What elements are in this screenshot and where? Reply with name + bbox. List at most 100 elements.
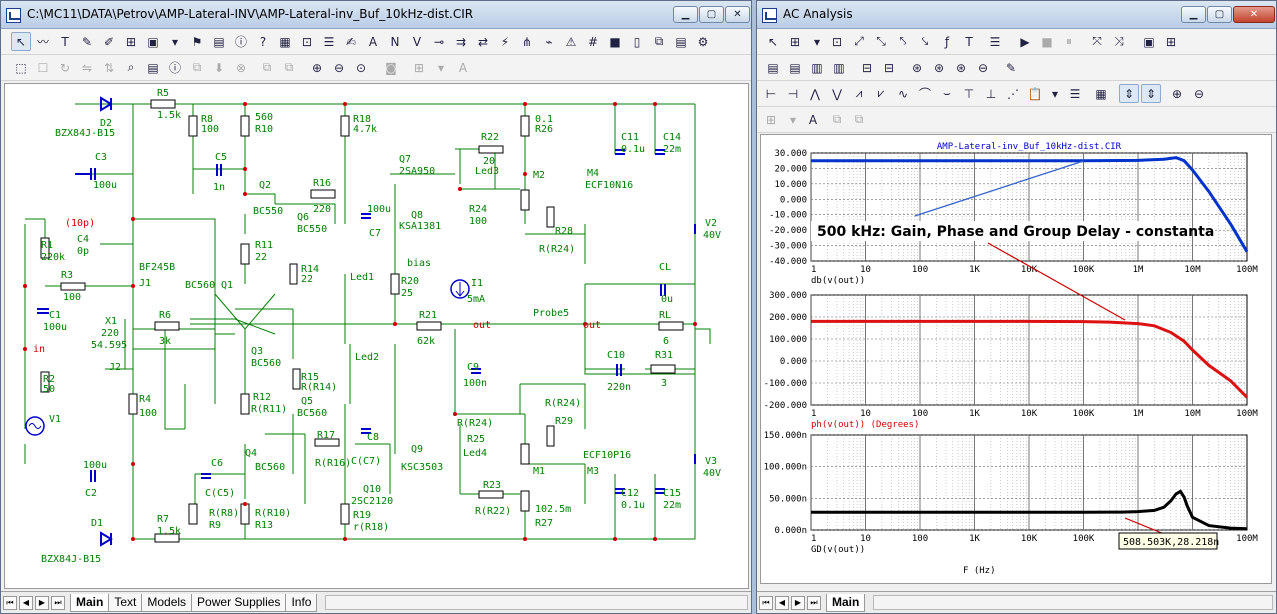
prev-tab-button[interactable]: ◀ [19, 595, 33, 610]
auto-scale-icon[interactable]: ⤡ [876, 34, 886, 48]
front2-icon[interactable]: ⧉ [832, 112, 842, 126]
minimize-button[interactable]: ▁ [673, 6, 698, 23]
page1-icon[interactable]: ▤ [767, 60, 779, 75]
ac-close-button[interactable]: ✕ [1233, 6, 1275, 23]
stop-icon[interactable]: ⊗ [235, 60, 247, 75]
fill-icon[interactable]: ■ [609, 34, 621, 49]
info-icon[interactable]: ⓘ [234, 35, 247, 49]
cursor-right-icon[interactable]: ⤨ [1114, 34, 1124, 48]
copy-icon[interactable]: ⧉ [654, 34, 664, 48]
cursor-low-icon[interactable]: ⩗ [877, 86, 885, 100]
cursor-slope-icon[interactable]: ⋰ [1007, 86, 1019, 101]
hybrid-icon[interactable]: ⤥ [921, 34, 929, 48]
page3-icon[interactable]: ▥ [811, 60, 823, 75]
font-icon[interactable]: A [458, 60, 468, 75]
first-tab-button[interactable]: ⏮ [3, 595, 17, 610]
edit-plot-icon[interactable]: ✎ [1005, 60, 1017, 75]
data-points-icon[interactable]: ▦ [1095, 86, 1107, 101]
ac-titlebar[interactable]: AC Analysis ▁ ▢ ✕ [757, 1, 1276, 29]
down-icon[interactable]: ⬇ [213, 60, 225, 75]
align-icon[interactable]: ⊞ [413, 60, 425, 75]
ac-next-tab-button[interactable]: ▶ [791, 595, 805, 610]
dropdown-icon[interactable]: ▾ [171, 34, 179, 49]
clipboard-icon[interactable]: 📋 [1027, 86, 1043, 101]
hsplit2-icon[interactable]: ⊟ [883, 60, 895, 75]
tab-models[interactable]: Models [141, 593, 193, 612]
ac-properties-icon[interactable]: ☰ [989, 34, 1001, 49]
last-tab-button[interactable]: ⏭ [51, 595, 65, 610]
pause-icon[interactable]: ⏸ [1065, 34, 1072, 48]
cursor-global-high-icon[interactable]: ⌒ [918, 87, 931, 101]
paste-icon[interactable]: ▤ [675, 34, 687, 49]
pin-icon[interactable]: ▤ [213, 34, 225, 49]
hsplit-icon[interactable]: ⊟ [861, 60, 873, 75]
component-menu-icon[interactable]: ▣ [147, 34, 159, 49]
pen-icon[interactable]: ✎ [81, 34, 93, 49]
page2-icon[interactable]: ▤ [789, 60, 801, 75]
box-icon[interactable]: ☐ [37, 60, 49, 75]
edit-icon[interactable]: ✍ [345, 34, 357, 49]
pages-icon[interactable]: ⧉ [192, 60, 202, 74]
ac-font-icon[interactable]: A [808, 112, 818, 127]
zoom-in-icon[interactable]: ⊕ [311, 60, 323, 75]
text-icon[interactable]: T [61, 34, 69, 49]
flip-icon[interactable]: ⇅ [103, 60, 115, 75]
pinconn-icon[interactable]: ⌁ [545, 34, 553, 49]
ac-maximize-button[interactable]: ▢ [1207, 6, 1232, 23]
help-icon[interactable]: ? [259, 34, 267, 49]
cursor-valley-icon[interactable]: ⋁ [832, 86, 842, 101]
scale-icon[interactable]: ⊡ [831, 34, 843, 49]
zoom-out-icon[interactable]: ⊖ [333, 60, 345, 75]
maximize-button[interactable]: ▢ [699, 6, 724, 23]
probe-icon[interactable]: ⊸ [433, 34, 445, 49]
back2-icon[interactable]: ⧉ [854, 112, 864, 126]
tab-main[interactable]: Main [70, 593, 110, 612]
node-numbers-icon[interactable]: N [390, 34, 400, 49]
ac-text-icon[interactable]: T [965, 34, 973, 49]
next-tab-button[interactable]: ▶ [35, 595, 49, 610]
document-icon[interactable]: ▤ [147, 60, 159, 75]
ac-prev-tab-button[interactable]: ◀ [775, 595, 789, 610]
tracker2-icon[interactable]: ⇕ [1141, 84, 1161, 103]
cursor-bottom-icon[interactable]: ⊥ [985, 86, 997, 101]
valley-icon[interactable]: ⊛ [933, 60, 945, 75]
close-button[interactable]: ✕ [725, 6, 750, 23]
back-icon[interactable]: ⧉ [284, 60, 294, 74]
tab-power-supplies[interactable]: Power Supplies [191, 593, 287, 612]
ac-first-tab-button[interactable]: ⏮ [759, 595, 773, 610]
select-box-icon[interactable]: ⬚ [15, 60, 27, 75]
flag-icon[interactable]: ⚑ [191, 34, 203, 49]
node-voltage-icon[interactable]: V [412, 34, 422, 49]
ac-horizontal-scrollbar[interactable] [873, 595, 1273, 610]
cursor-global-low-icon[interactable]: ⌣ [943, 86, 951, 100]
page-icon[interactable]: ▯ [633, 34, 641, 49]
ac-dropdown-icon[interactable]: ▾ [813, 34, 821, 49]
wire-icon[interactable]: 〰 [36, 35, 49, 49]
ac-last-tab-button[interactable]: ⏭ [807, 595, 821, 610]
component-icon[interactable]: ⊞ [125, 34, 137, 49]
current-icon[interactable]: ⇉ [455, 34, 467, 49]
ac-zoom-out-icon[interactable]: ⊖ [1193, 86, 1205, 101]
cursor-high-icon[interactable]: ⩘ [855, 86, 863, 100]
flow-icon[interactable]: ⇄ [477, 34, 489, 49]
run-icon[interactable]: ▶ [1020, 34, 1030, 49]
mirror-icon[interactable]: ⇋ [81, 60, 93, 75]
ac-component-icon[interactable]: ⊞ [789, 34, 801, 49]
grid2-icon[interactable]: ⊞ [1165, 34, 1177, 49]
power-icon[interactable]: ⚡ [500, 34, 510, 49]
binoculars-icon[interactable]: ⌕ [127, 60, 135, 74]
properties-icon[interactable]: ☰ [323, 34, 335, 49]
tab-info[interactable]: Info [285, 593, 318, 612]
ac-minimize-button[interactable]: ▁ [1181, 6, 1206, 23]
horizontal-scrollbar[interactable] [325, 595, 748, 610]
cursor-left-icon[interactable]: ⤧ [1092, 34, 1102, 48]
peak-icon[interactable]: ⊛ [911, 60, 923, 75]
select-mode-icon[interactable]: ↖ [11, 32, 31, 51]
ac-zoom-in-icon[interactable]: ⊕ [1171, 86, 1183, 101]
ac-tab-main[interactable]: Main [826, 593, 866, 612]
grid-toggle-icon[interactable]: # [587, 34, 599, 49]
maximize-plot-icon[interactable]: ⤢ [854, 34, 864, 48]
attr-text-icon[interactable]: A [368, 34, 378, 49]
